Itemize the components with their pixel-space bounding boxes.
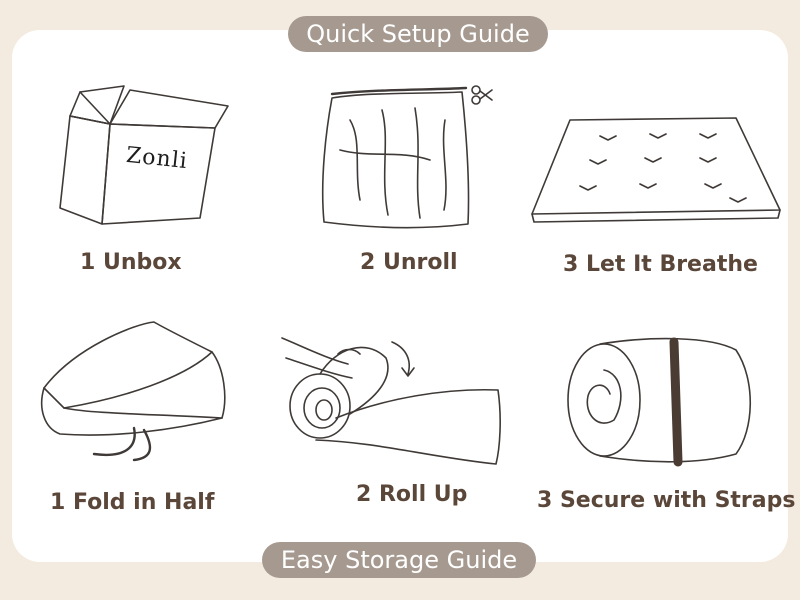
bag-seal-edge: [330, 86, 468, 96]
unroll-illustration: [321, 85, 493, 229]
roll-direction-arrow: [391, 341, 415, 377]
storage-step-3-label: 3 Secure with Straps: [537, 488, 796, 513]
strap-band: [669, 337, 683, 467]
mattress-tufts: [579, 133, 747, 203]
roll-end: [567, 343, 641, 457]
bag-wrinkles: [339, 107, 447, 219]
setup-guide-title: Quick Setup Guide: [288, 16, 548, 52]
roll-end-spiral: [586, 369, 622, 424]
scissors-icon: [471, 85, 493, 105]
setup-step-2-label: 2 Unroll: [360, 250, 458, 275]
unbox-illustration: [59, 85, 229, 225]
setup-step-1-label: 1 Unbox: [80, 250, 182, 275]
storage-step-2-label: 2 Roll Up: [356, 482, 468, 507]
box-front-face: [101, 123, 216, 225]
roll-spiral: [315, 399, 333, 421]
storage-guide-title: Easy Storage Guide: [262, 542, 536, 578]
unrolled-mattress: [315, 388, 501, 465]
strap-loose: [92, 426, 152, 462]
fold-in-half-illustration: [40, 321, 226, 462]
vacuum-bag: [321, 91, 470, 229]
box-flap-right: [109, 89, 229, 129]
roll-up-illustration: [281, 337, 501, 465]
folded-mattress-body: [40, 351, 226, 436]
setup-step-3-label: 3 Let It Breathe: [563, 252, 758, 277]
mattress-side: [531, 209, 781, 223]
secured-roll-illustration: [567, 337, 751, 467]
flat-mattress-illustration: [531, 117, 781, 223]
roll-spiral: [303, 387, 341, 429]
roll-body: [319, 346, 389, 415]
fold-crease: [63, 407, 223, 419]
box-edge: [69, 115, 111, 125]
storage-step-1-label: 1 Fold in Half: [50, 490, 215, 515]
folded-mattress-top: [43, 321, 213, 409]
box-edge: [79, 91, 111, 125]
